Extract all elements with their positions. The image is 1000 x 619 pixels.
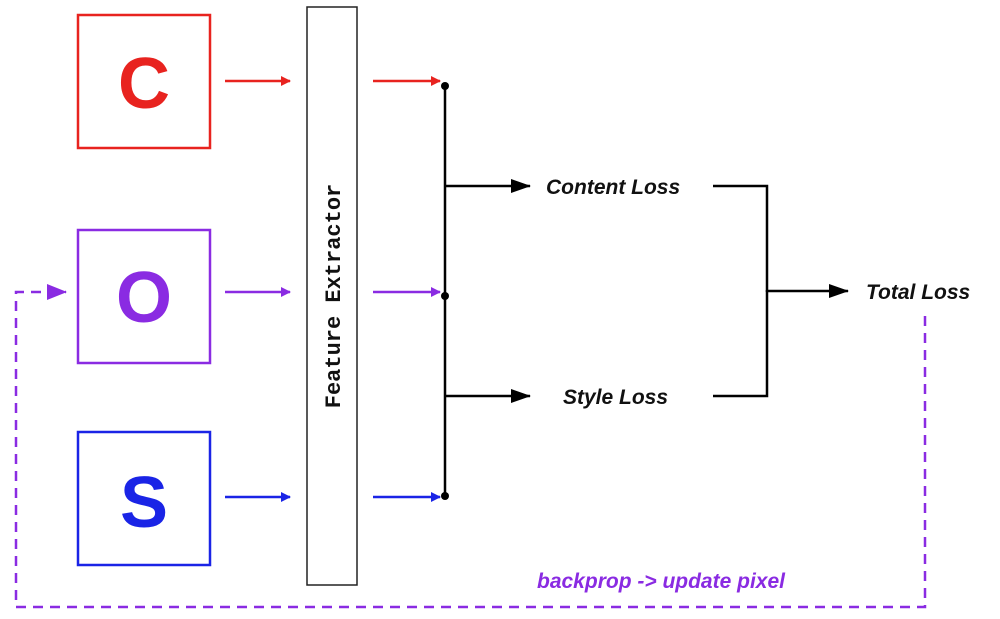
content-loss-label: Content Loss [546, 176, 680, 199]
style-image-box: S [76, 430, 212, 567]
content-image-box: C [76, 13, 212, 150]
feature-extractor-label: Feature Extractor [322, 184, 347, 408]
style-loss-label: Style Loss [563, 386, 668, 409]
output-image-letter: O [116, 258, 172, 338]
output-image-box: O [76, 228, 212, 365]
style-loss-connector [713, 290, 769, 398]
output-feature-junction [441, 292, 449, 300]
content-feature-junction [441, 82, 449, 90]
content-loss-connector [713, 184, 769, 292]
total-loss-label: Total Loss [866, 281, 970, 304]
content-image-letter: C [118, 44, 170, 124]
feature-extractor-box: Feature Extractor [306, 6, 358, 586]
backprop-label: backprop -> update pixel [537, 570, 786, 593]
style-feature-junction [441, 492, 449, 500]
style-image-letter: S [120, 463, 168, 543]
backprop-feedback-path [14, 284, 927, 609]
